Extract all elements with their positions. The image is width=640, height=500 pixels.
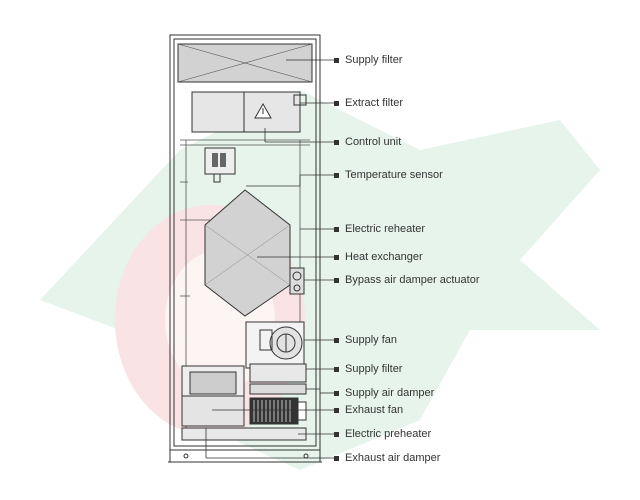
label-supply-filter-top: Supply filter — [345, 54, 403, 66]
label-electric-reheater: Electric reheater — [345, 223, 426, 235]
label-supply-air-damper: Supply air damper — [345, 387, 435, 399]
label-temperature-sensor: Temperature sensor — [345, 169, 443, 181]
label-electric-preheater: Electric preheater — [345, 428, 432, 440]
label-supply-filter-bottom: Supply filter — [345, 363, 403, 375]
extract-filter-shape — [191, 91, 307, 133]
leader-lines — [205, 59, 336, 459]
warning-icon — [254, 102, 272, 119]
label-control-unit: Control unit — [345, 136, 402, 148]
supply-filter-top-shape — [177, 43, 313, 83]
label-bypass-air-damper-actuator: Bypass air damper actuator — [345, 274, 480, 286]
supply-fan-shape — [245, 321, 305, 369]
bypass-actuator-shape — [289, 267, 305, 295]
leader-dots — [334, 58, 339, 461]
label-heat-exchanger: Heat exchanger — [345, 251, 423, 263]
supply-filter-bottom-shape — [249, 363, 307, 383]
label-exhaust-fan: Exhaust fan — [345, 404, 404, 416]
electric-preheater-shape — [249, 397, 307, 425]
label-supply-fan: Supply fan — [345, 334, 397, 346]
cabinet — [168, 34, 322, 463]
control-unit-shape — [204, 147, 236, 183]
heat-exchanger-shape — [204, 189, 291, 317]
label-extract-filter: Extract filter — [345, 97, 404, 109]
label-exhaust-air-damper: Exhaust air damper — [345, 452, 441, 464]
exhaust-fan-shape — [181, 365, 245, 427]
